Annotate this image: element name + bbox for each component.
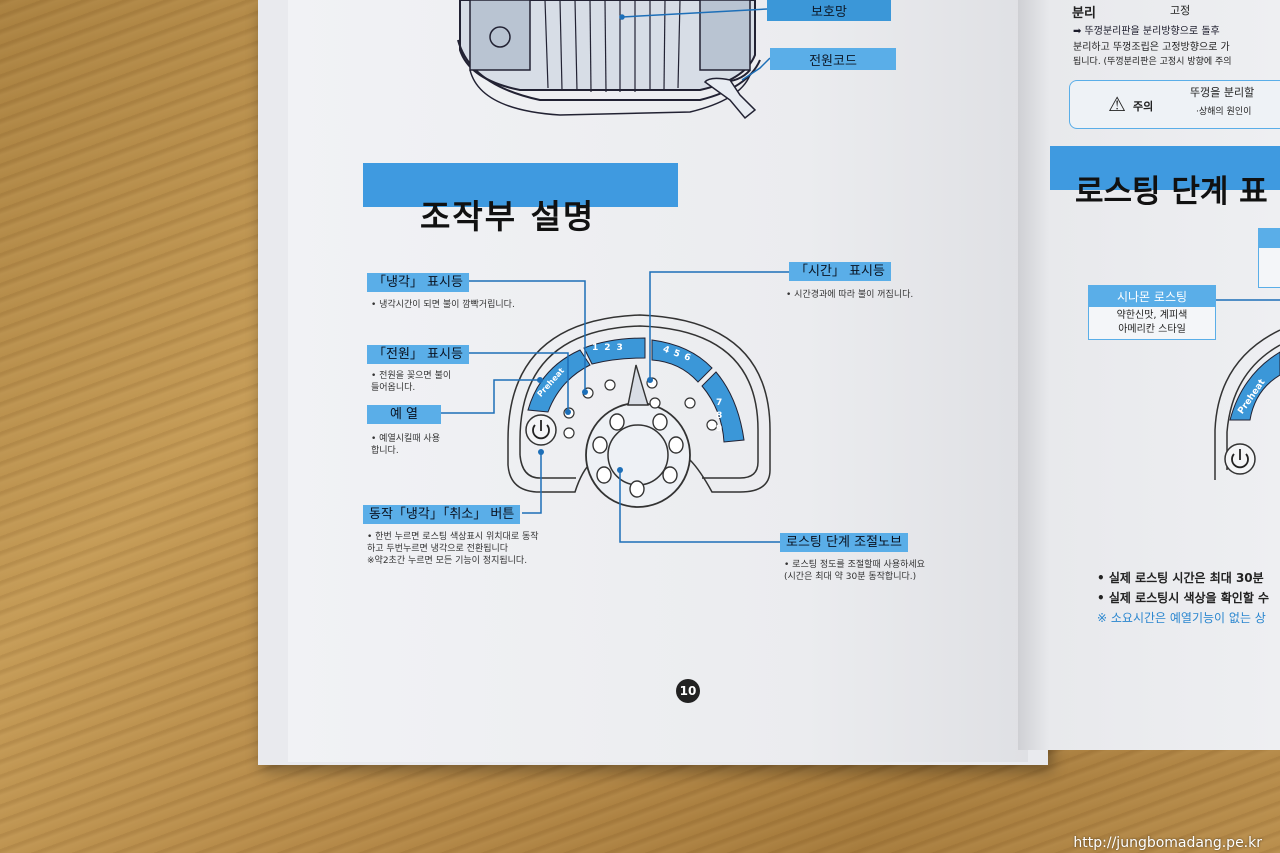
section-title-highlight: [363, 163, 678, 207]
roasting-knob-label: 로스팅 단계 조절노브: [780, 533, 908, 552]
action-button-label: 동작「냉각」「취소」 버튼: [363, 505, 521, 524]
right-text-line-3: 됩니다. (뚜껑분리판은 고정시 방향에 주의: [1073, 57, 1232, 67]
left-page: [288, 0, 1028, 762]
dial-steps-1-3: 123: [592, 343, 629, 353]
page-number: 10: [676, 679, 700, 703]
right-text-line-2: 분리하고 뚜껑조립은 고정방향으로 가: [1073, 42, 1230, 53]
right-text-line-1: ➡ 뚜껑분리판을 분리방향으로 돌후: [1073, 26, 1220, 37]
right-note-1: • 실제 로스팅 시간은 최대 30분: [1097, 571, 1264, 585]
roasting-knob-desc: • 로스팅 정도를 조절할때 사용하세요 (시간은 최대 약 30분 동작합니다…: [784, 560, 925, 582]
right-section-title-highlight: [1050, 146, 1280, 190]
caution-box: [1069, 80, 1280, 129]
guard-part-label: 보호망: [767, 0, 891, 21]
cooling-indicator-desc: • 냉각시간이 되면 불이 깜빡거립니다.: [371, 300, 515, 310]
time-indicator-desc: • 시간경과에 따라 불이 꺼집니다.: [786, 290, 914, 300]
right-label-fix: 고정: [1170, 4, 1191, 17]
right-section-title: 로스팅 단계 표: [1075, 174, 1268, 210]
roaster-appliance-illustration: [457, 0, 761, 120]
caution-line-1: 뚜껑을 분리할: [1190, 86, 1255, 99]
preheat-label: 예 열: [367, 405, 441, 424]
cinnamon-roast-desc: 약한신맛, 계피색 아메리칸 스타일: [1116, 310, 1188, 335]
cinnamon-roast-title: 시나몬 로스팅: [1089, 286, 1215, 307]
right-note-2: • 실제 로스팅시 색상을 확인할 수: [1097, 591, 1270, 605]
control-panel-diagram: [507, 314, 771, 508]
time-indicator-label: 「시간」 표시등: [789, 262, 891, 281]
right-edge-card-header: [1258, 228, 1280, 248]
power-cord-part-label: 전원코드: [770, 48, 896, 70]
cooling-indicator-label: 「냉각」 표시등: [367, 273, 469, 292]
action-button-desc: • 한번 누르면 로스팅 색상표시 위치대로 동작 하고 두번누르면 냉각으로 …: [367, 532, 539, 566]
preheat-desc: • 예열시킬때 사용 합니다.: [371, 434, 440, 456]
right-note-3: ※ 소요시간은 예열기능이 없는 상: [1097, 611, 1266, 625]
right-page-dial-fragment: [1212, 299, 1280, 480]
warning-icon: ⚠: [1108, 92, 1126, 116]
power-indicator-desc: • 전원을 꽂으면 불이 들어옵니다.: [371, 371, 452, 393]
cinnamon-roast-card: 시나몬 로스팅 약한신맛, 계피색 아메리칸 스타일: [1088, 285, 1216, 340]
power-indicator-label: 「전원」 표시등: [367, 345, 469, 364]
caution-label: 주의: [1133, 100, 1154, 113]
watermark-url: http://jungbomadang.pe.kr: [1073, 835, 1262, 851]
caution-line-2: ·상해의 원인이: [1196, 107, 1252, 117]
section-title: 조작부 설명: [420, 197, 596, 236]
right-label-separate: 분리: [1072, 6, 1096, 21]
